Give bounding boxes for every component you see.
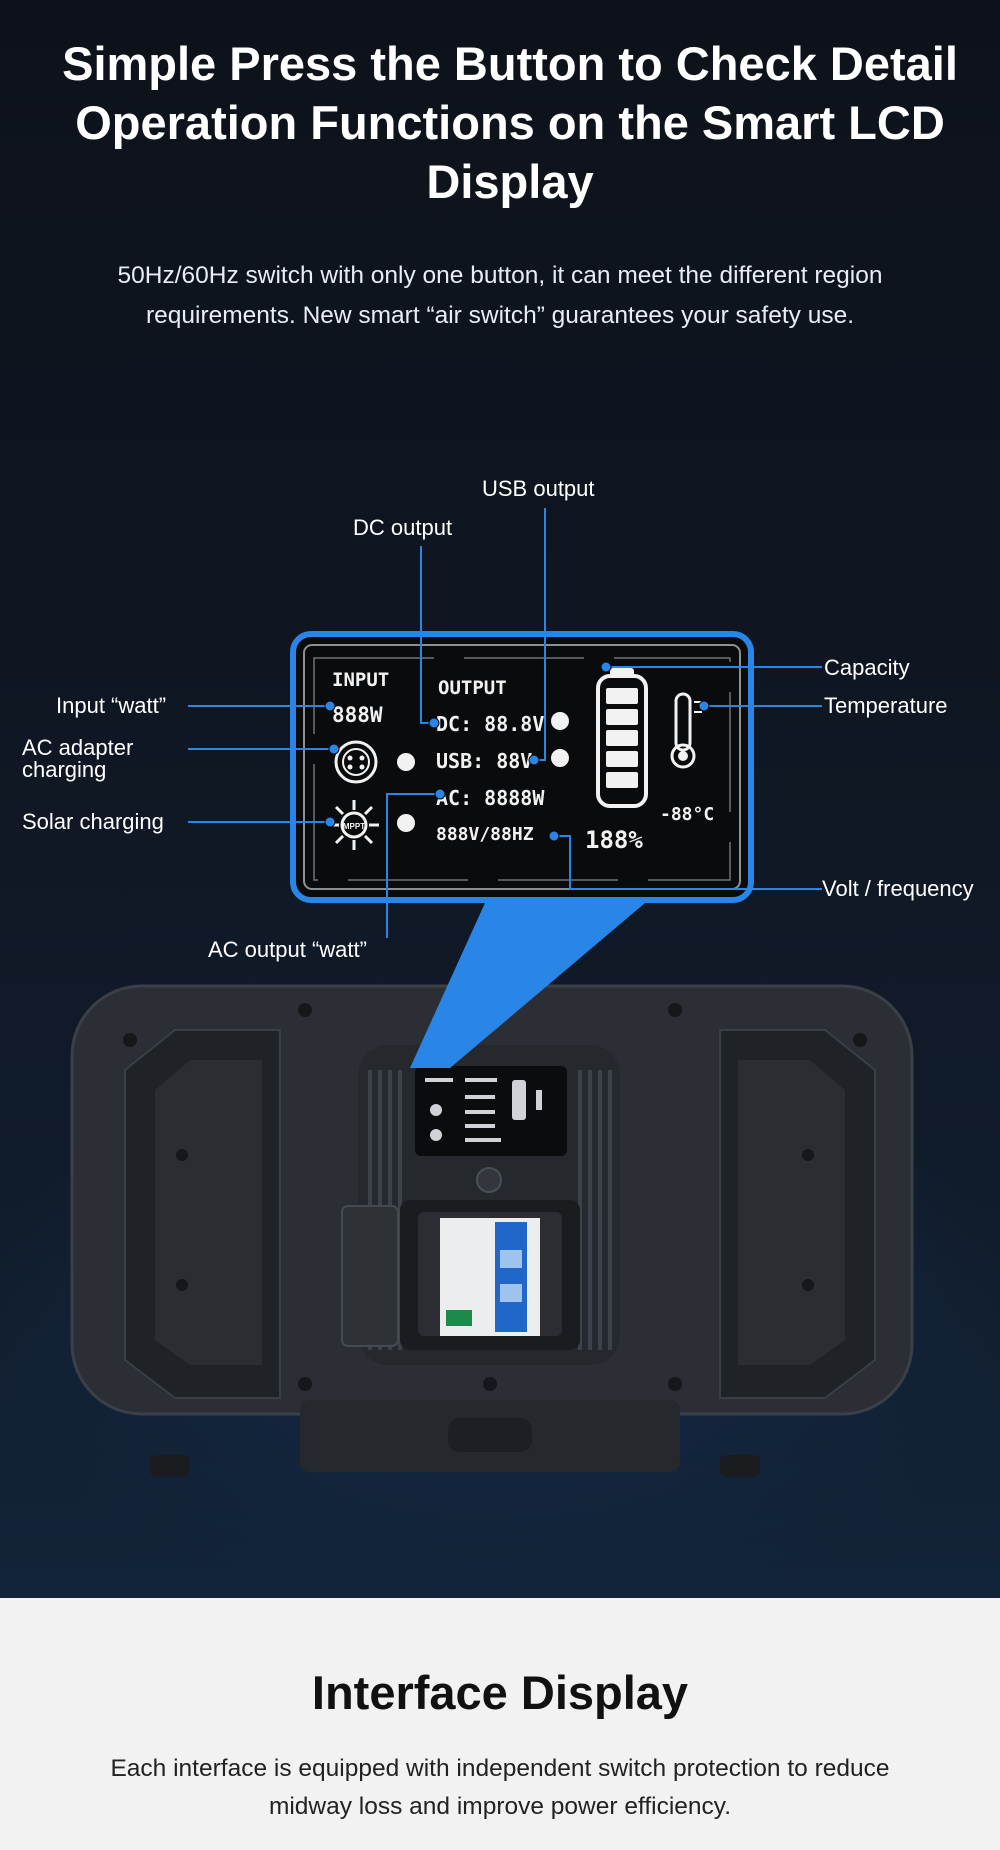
air-switch [440, 1218, 540, 1336]
callout-ac-output-watt: AC output “watt” [208, 937, 367, 962]
callout-usb-output: USB output [482, 476, 595, 501]
left-handle [124, 1029, 281, 1399]
headline: Simple Press the Button to Check Detail … [62, 37, 958, 208]
section-title: Interface Display [311, 1666, 689, 1719]
lcd-capacity-readout: 188% [585, 826, 643, 854]
solar-indicator [397, 814, 415, 832]
battery-gauge [596, 668, 648, 808]
right-handle [719, 1029, 876, 1399]
center-panel [341, 1045, 620, 1365]
solar-mppt-label: MPPT [343, 822, 365, 831]
callout-ac-adapter-charging: AC adapter charging [22, 735, 134, 782]
lcd-usb-readout: USB: 88V [436, 749, 532, 773]
callout-volt-frequency: Volt / frequency [822, 876, 974, 901]
headline-description: 50Hz/60Hz switch with only one button, i… [117, 262, 883, 329]
breaker-cover [341, 1205, 399, 1347]
interface-display-section: Interface Display Each interface is equi… [0, 1598, 1000, 1850]
lcd-output-label: OUTPUT [438, 677, 507, 699]
callout-temperature: Temperature [824, 693, 948, 718]
lcd-temperature-readout: -88°C [660, 804, 714, 825]
usb-indicator [551, 749, 569, 767]
lcd-input-label: INPUT [332, 669, 389, 691]
callout-solar-charging: Solar charging [22, 809, 164, 834]
power-station-image [70, 984, 914, 1477]
zoom-beam [410, 903, 645, 1068]
callout-dc-output: DC output [353, 515, 453, 540]
hero-section: Simple Press the Button to Check Detail … [0, 0, 1000, 1598]
lcd-volt-freq-readout: 888V/88HZ [436, 824, 534, 845]
callout-input-watt: Input “watt” [56, 693, 167, 718]
section-description: Each interface is equipped with independ… [110, 1755, 890, 1820]
callout-lines [188, 508, 822, 938]
dc-indicator [551, 712, 569, 730]
volt-frequency-line [554, 835, 822, 890]
lcd-dc-readout: DC: 88.8V [436, 712, 544, 736]
lcd-panel: INPUT 888W OUTPUT DC: 88.8V USB: 88V AC:… [290, 631, 754, 903]
lcd-input-watt: 888W [332, 703, 383, 727]
power-button [476, 1167, 502, 1193]
ac-output-watt-line [386, 793, 440, 938]
solar-mppt-icon [329, 800, 379, 850]
callout-capacity: Capacity [824, 655, 910, 680]
thermometer-icon [670, 692, 702, 769]
ac-adapter-icon [334, 740, 378, 784]
ac-adapter-indicator [397, 753, 415, 771]
lcd-ac-readout: AC: 8888W [436, 786, 545, 810]
lcd-diagram: INPUT 888W OUTPUT DC: 88.8V USB: 88V AC:… [70, 508, 914, 1477]
